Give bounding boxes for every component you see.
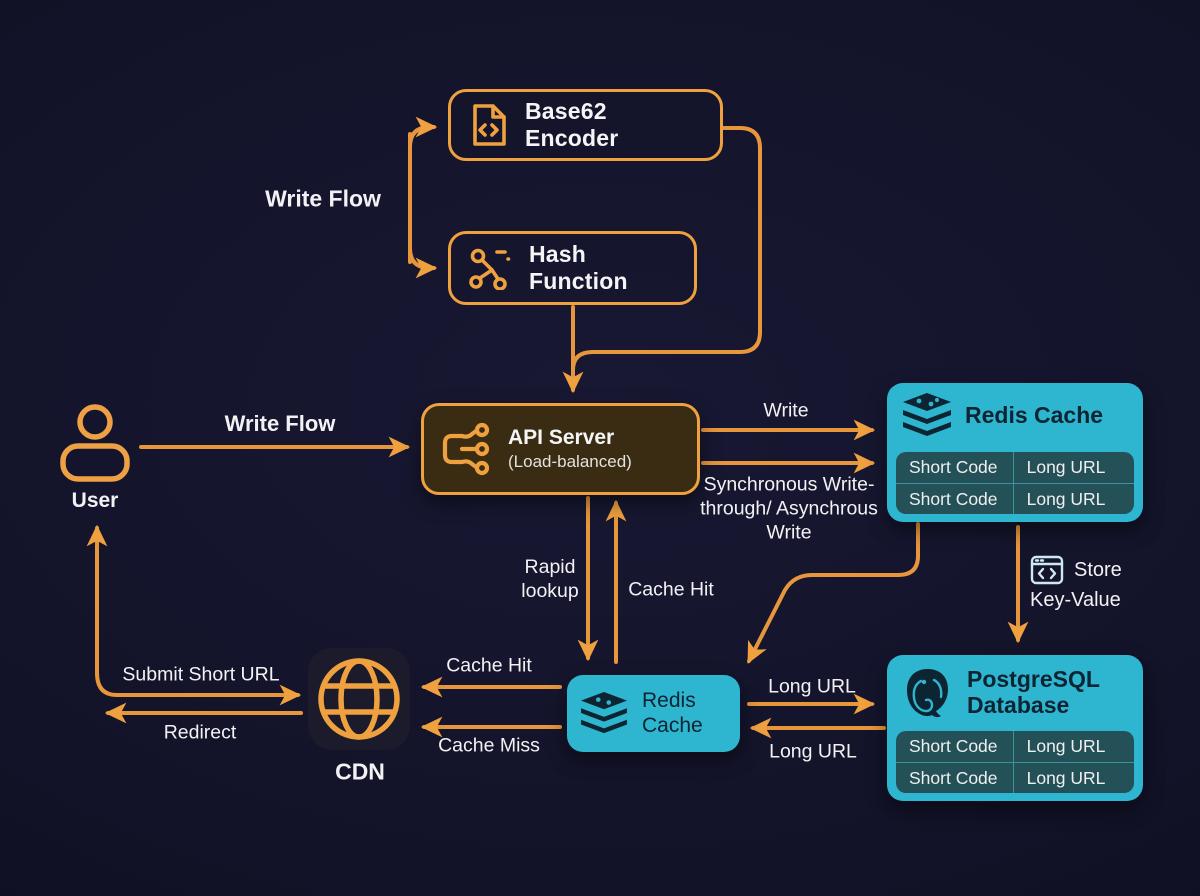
cache-hit-mid-label: Cache Hit <box>628 578 714 601</box>
file-code-icon <box>467 102 509 148</box>
postgresql-table: Short Code Long URL Short Code Long URL <box>896 731 1134 793</box>
load-balancer-icon <box>438 420 494 478</box>
long-url-top-label: Long URL <box>768 675 856 698</box>
store-line2: Key-Value <box>1030 589 1121 611</box>
arrow-submit-to-cdn <box>95 671 302 706</box>
cache-hit-cdn-label: Cache Hit <box>446 654 532 677</box>
postgresql-title: PostgreSQL Database <box>967 666 1100 718</box>
postgresql-elephant-icon <box>901 667 955 721</box>
base62-encoder-label: Base62 Encoder <box>525 98 619 151</box>
table-cell: Short Code <box>909 457 998 477</box>
user-icon <box>55 400 135 486</box>
line-base62-return <box>571 126 762 378</box>
window-code-icon <box>1030 555 1064 585</box>
globe-icon <box>315 655 403 743</box>
table-cell: Short Code <box>909 736 998 756</box>
api-server-title: API Server <box>508 426 615 449</box>
api-server-text: API Server (Load-balanced) <box>508 426 632 472</box>
hash-function-node: Hash Function <box>448 231 697 305</box>
write-label: Write <box>763 399 809 422</box>
redis-cache-top-title: Redis Cache <box>965 402 1104 429</box>
redis-cache-mid-node: Redis Cache <box>567 675 740 752</box>
hash-function-label: Hash Function <box>529 241 628 294</box>
table-cell: Long URL <box>1012 452 1134 483</box>
redis-icon <box>901 393 953 439</box>
cdn-node <box>308 648 410 750</box>
write-flow-user-label: Write Flow <box>224 411 336 436</box>
submit-short-url-label: Submit Short URL <box>122 663 280 686</box>
network-nodes-icon <box>467 246 513 290</box>
write-flow-top-label: Write Flow <box>265 185 381 212</box>
redis-cache-table: Short Code Long URL Short Code Long URL <box>896 452 1134 514</box>
postgresql-node: PostgreSQL Database Short Code Long URL … <box>887 655 1143 801</box>
table-cell: Long URL <box>1012 762 1134 793</box>
rapid-lookup-label: Rapid lookup <box>521 555 579 602</box>
sync-write-label: Synchronous Write-through/ Asynchrous Wr… <box>700 473 878 545</box>
store-key-value-label: Store Key-Value <box>1030 555 1122 612</box>
api-server-subtitle: (Load-balanced) <box>508 452 632 471</box>
redis-cache-mid-title: Redis Cache <box>642 688 703 737</box>
table-cell: Long URL <box>1012 731 1134 762</box>
arrow-bracket-to-base62 <box>408 116 438 264</box>
arrow-redis-to-redis-mid <box>747 522 920 664</box>
redirect-label: Redirect <box>163 721 237 744</box>
user-node <box>55 400 135 510</box>
table-cell: Short Code <box>896 762 1013 793</box>
table-cell: Short Code <box>896 483 1013 514</box>
user-label: User <box>71 489 119 512</box>
cache-miss-label: Cache Miss <box>438 734 540 757</box>
cdn-label: CDN <box>335 758 385 785</box>
long-url-bottom-label: Long URL <box>769 740 857 763</box>
redis-icon <box>579 691 629 736</box>
store-line1: Store <box>1074 558 1122 581</box>
table-cell: Long URL <box>1012 483 1134 514</box>
api-server-node: API Server (Load-balanced) <box>421 403 700 495</box>
redis-cache-top-node: Redis Cache Short Code Long URL Short Co… <box>887 383 1143 522</box>
arrow-bracket-to-hash <box>408 132 438 279</box>
base62-encoder-node: Base62 Encoder <box>448 89 723 161</box>
